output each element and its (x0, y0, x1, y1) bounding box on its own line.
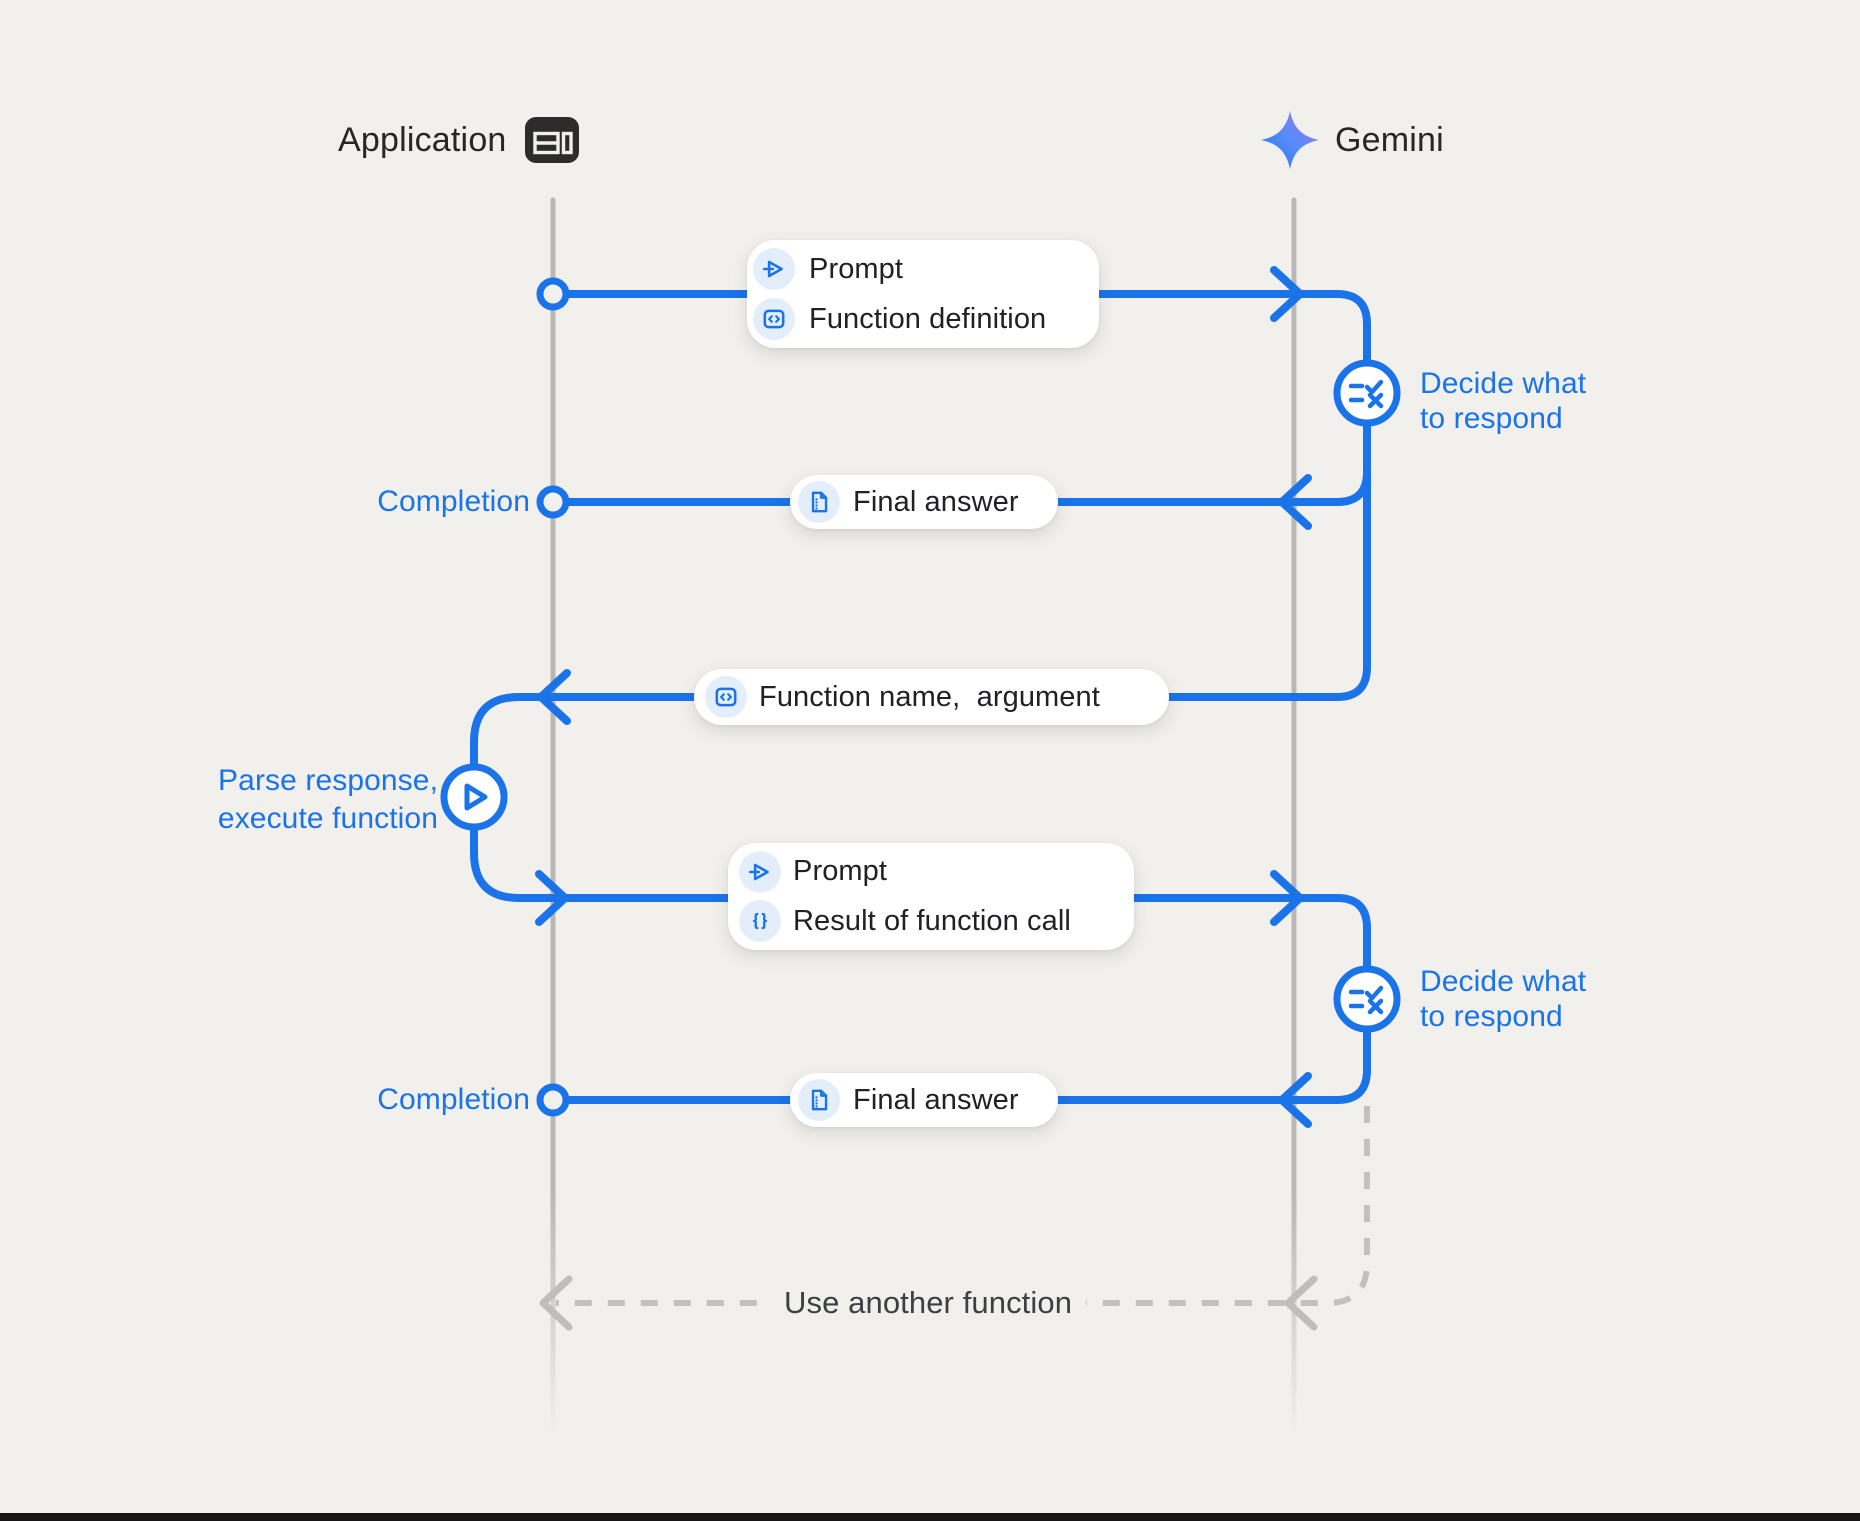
flow-prompt-line (562, 290, 1371, 367)
gemini-spark-icon (1261, 111, 1319, 169)
pill-label: Final answer (853, 1083, 1019, 1116)
pill-row: Function definition (753, 298, 1099, 340)
endpoint-circle-completion1 (536, 485, 570, 519)
decide-node-2 (1333, 965, 1401, 1033)
message-pill-final-answer-2: Final answer (790, 1073, 1058, 1127)
pill-row: Prompt (739, 850, 1134, 893)
pill-row: Result of function call (739, 900, 1134, 943)
pill-row: Final answer (798, 481, 1058, 523)
decide-label-1: Decide what to respond (1420, 366, 1586, 436)
app-window-icon (524, 117, 579, 163)
gemini-header: Gemini (1261, 111, 1444, 169)
endpoint-circle-prompt (536, 277, 570, 311)
document-icon (798, 1079, 840, 1121)
gemini-label: Gemini (1335, 120, 1444, 159)
pill-row: Prompt (753, 248, 1099, 290)
arrowhead-left-row3 (537, 669, 571, 725)
flow-final-answer2-line (562, 1026, 1371, 1104)
message-pill-final-answer-1: Final answer (790, 475, 1058, 529)
use-another-function-dashed-line (556, 1106, 1370, 1306)
flow-result-line (470, 823, 1371, 970)
pill-label: Prompt (793, 855, 888, 888)
decide-label-line1: Decide what (1420, 367, 1587, 400)
prompt-icon (739, 850, 781, 893)
bottom-bar (0, 1513, 1860, 1521)
application-label: Application (338, 120, 507, 159)
completion-label-1: Completion (377, 485, 530, 518)
pill-label: Function name, argument (759, 680, 1100, 713)
document-icon (798, 481, 840, 523)
arrowhead-right-row1 (1270, 266, 1304, 322)
arrowhead-left-row4 (1278, 1072, 1312, 1128)
execute-node (440, 763, 508, 831)
pill-label: Function definition (809, 302, 1047, 335)
blue-flow-path (470, 290, 1371, 1104)
pill-label: Result of function call (793, 904, 1071, 937)
decide-label-line2: to respond (1420, 402, 1563, 435)
message-pill-function-name-argument: Function name, argument (694, 669, 1169, 725)
braces-icon (739, 900, 781, 943)
parse-label-line2: execute function (217, 802, 438, 835)
message-pill-prompt-function-result: Prompt Result of function call (728, 843, 1134, 950)
pill-row: Final answer (798, 1079, 1058, 1121)
arrowhead-right-row3b (535, 870, 569, 926)
use-another-function-label: Use another function (770, 1285, 1087, 1321)
pill-label: Final answer (853, 485, 1019, 518)
arrowhead-right-row3c (1270, 870, 1304, 926)
rule-icon (1348, 985, 1384, 1015)
dashed-arrowhead-left-application (539, 1275, 573, 1331)
flow-final-answer1-line (562, 468, 1371, 506)
decide-label-2: Decide what to respond (1420, 964, 1586, 1034)
application-header: Application (338, 113, 579, 167)
code-icon (705, 676, 747, 718)
rule-icon (1348, 379, 1384, 409)
pill-row: Function name, argument (705, 676, 1169, 718)
pill-label: Prompt (809, 252, 904, 285)
dashed-arrowhead-left-gemini (1284, 1275, 1318, 1331)
flow-function-name-line (470, 419, 1371, 771)
completion-label-2: Completion (377, 1083, 530, 1116)
decide-node-1 (1333, 359, 1401, 427)
parse-execute-label: Parse response, execute function (160, 762, 438, 838)
message-pill-prompt-function-definition: Prompt Function definition (747, 240, 1099, 348)
prompt-icon (753, 248, 795, 290)
arrowhead-left-row2 (1278, 474, 1312, 530)
parse-label-line1: Parse response, (218, 764, 438, 797)
code-icon (753, 298, 795, 340)
play-icon (464, 783, 488, 811)
decide-label-line1: Decide what (1420, 965, 1587, 998)
decide-label-line2: to respond (1420, 1000, 1563, 1033)
endpoint-circle-completion2 (536, 1083, 570, 1117)
